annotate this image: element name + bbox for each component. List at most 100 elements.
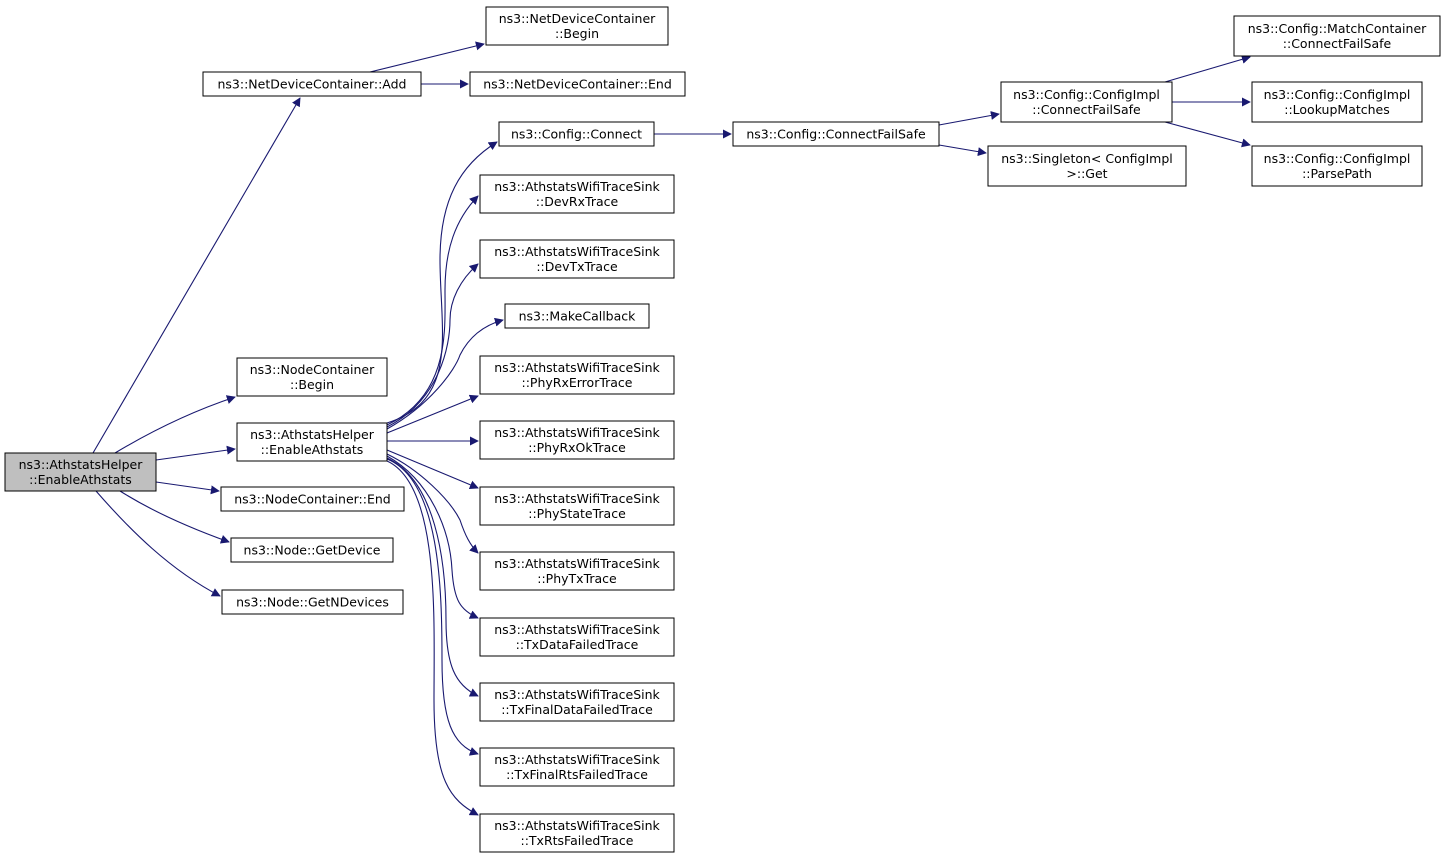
edge-enable2-to-phytx	[386, 453, 479, 554]
edge-root-to-getndevices	[95, 490, 221, 597]
edge-ndc-add-to-ndc-begin	[369, 41, 485, 73]
edge-arrow	[386, 263, 479, 428]
node-label: ::LookupMatches	[1284, 102, 1390, 117]
node-box[interactable]	[230, 537, 394, 563]
node-enable2[interactable]: ns3::AthstatsHelper::EnableAthstats	[236, 422, 388, 462]
node-box[interactable]	[479, 813, 675, 853]
edge-arrow	[938, 144, 987, 157]
node-ndc-end[interactable]: ns3::NetDeviceContainer::End	[469, 71, 686, 97]
node-box[interactable]	[4, 452, 157, 492]
node-box[interactable]	[479, 486, 675, 526]
edge-arrow	[1164, 121, 1251, 148]
node-box[interactable]	[479, 355, 675, 395]
node-box[interactable]	[236, 357, 388, 397]
node-connect[interactable]: ns3::Config::Connect	[498, 121, 655, 147]
node-txfinalrts[interactable]: ns3::AthstatsWifiTraceSink::TxFinalRtsFa…	[479, 747, 675, 787]
node-makecb[interactable]: ns3::MakeCallback	[504, 303, 650, 329]
node-txrtsfail[interactable]: ns3::AthstatsWifiTraceSink::TxRtsFailedT…	[479, 813, 675, 853]
edge-enable2-to-txdatafail	[386, 455, 479, 619]
node-getdevice[interactable]: ns3::Node::GetDevice	[230, 537, 394, 563]
node-box[interactable]	[479, 239, 675, 279]
node-box[interactable]	[732, 121, 940, 147]
node-box[interactable]	[202, 71, 422, 97]
node-box[interactable]	[1251, 145, 1423, 187]
edge-arrow	[938, 111, 1000, 126]
node-box[interactable]	[479, 747, 675, 787]
node-phytx[interactable]: ns3::AthstatsWifiTraceSink::PhyTxTrace	[479, 551, 675, 591]
edge-enable2-to-txrtsfail	[386, 460, 479, 816]
edge-arrow	[386, 394, 479, 434]
edge-root-to-nc-begin	[114, 395, 236, 454]
node-label: ::PhyRxOkTrace	[528, 440, 626, 455]
node-devtx[interactable]: ns3::AthstatsWifiTraceSink::DevTxTrace	[479, 239, 675, 279]
node-label: ns3::AthstatsWifiTraceSink	[494, 425, 660, 440]
node-box[interactable]	[1251, 81, 1423, 123]
edge-root-to-enable2	[155, 445, 236, 461]
edge-enable2-to-phystate	[386, 449, 479, 490]
edge-arrow	[119, 490, 230, 544]
edge-arrow	[386, 455, 479, 619]
node-connectfs[interactable]: ns3::Config::ConnectFailSafe	[732, 121, 940, 147]
edge-arrow	[386, 317, 504, 430]
node-label: ns3::AthstatsWifiTraceSink	[494, 818, 660, 833]
node-box[interactable]	[479, 551, 675, 591]
node-cfgimpl-cfs[interactable]: ns3::Config::ConfigImpl::ConnectFailSafe	[1000, 81, 1173, 123]
node-nc-end[interactable]: ns3::NodeContainer::End	[220, 486, 405, 512]
node-label: ns3::Config::Connect	[511, 127, 642, 142]
node-match-cfs[interactable]: ns3::Config::MatchContainer::ConnectFail…	[1233, 15, 1441, 57]
node-label: ns3::Config::MatchContainer	[1248, 21, 1427, 36]
edge-enable2-to-connect	[386, 141, 498, 424]
node-label: ns3::AthstatsHelper	[19, 457, 144, 472]
node-box[interactable]	[221, 589, 404, 615]
node-box[interactable]	[469, 71, 686, 97]
node-lookup[interactable]: ns3::Config::ConfigImpl::LookupMatches	[1251, 81, 1423, 123]
node-label: ::DevTxTrace	[536, 259, 618, 274]
node-box[interactable]	[479, 174, 675, 214]
node-label: ::PhyTxTrace	[537, 571, 617, 586]
node-box[interactable]	[1233, 15, 1441, 57]
node-label: ::TxRtsFailedTrace	[521, 833, 634, 848]
node-box[interactable]	[479, 420, 675, 460]
node-phystate[interactable]: ns3::AthstatsWifiTraceSink::PhyStateTrac…	[479, 486, 675, 526]
node-ndc-add[interactable]: ns3::NetDeviceContainer::Add	[202, 71, 422, 97]
node-box[interactable]	[1000, 81, 1173, 123]
node-label: >::Get	[1066, 166, 1107, 181]
node-label: ns3::Config::ConfigImpl	[1013, 87, 1160, 102]
node-parsepath[interactable]: ns3::Config::ConfigImpl::ParsePath	[1251, 145, 1423, 187]
node-box[interactable]	[498, 121, 655, 147]
node-box[interactable]	[987, 145, 1187, 187]
node-label: ns3::NetDeviceContainer::Add	[218, 77, 407, 92]
node-label: ::ParsePath	[1302, 166, 1372, 181]
node-nc-begin[interactable]: ns3::NodeContainer::Begin	[236, 357, 388, 397]
edge-enable2-to-makecb	[386, 317, 504, 430]
node-getndevices[interactable]: ns3::Node::GetNDevices	[221, 589, 404, 615]
node-label: ::EnableAthstats	[261, 442, 364, 457]
edge-enable2-to-txfinaldata	[386, 457, 479, 697]
node-phyrxerr[interactable]: ns3::AthstatsWifiTraceSink::PhyRxErrorTr…	[479, 355, 675, 395]
edge-arrow	[386, 457, 479, 697]
node-box[interactable]	[479, 682, 675, 722]
node-label: ns3::AthstatsHelper	[250, 427, 375, 442]
function-nodes: ns3::AthstatsHelper::EnableAthstatsns3::…	[4, 6, 1441, 853]
node-devrx[interactable]: ns3::AthstatsWifiTraceSink::DevRxTrace	[479, 174, 675, 214]
node-label: ns3::NetDeviceContainer::End	[483, 77, 672, 92]
node-phyrxok[interactable]: ns3::AthstatsWifiTraceSink::PhyRxOkTrace	[479, 420, 675, 460]
node-box[interactable]	[504, 303, 650, 329]
node-box[interactable]	[479, 617, 675, 657]
node-label: ::DevRxTrace	[536, 194, 619, 209]
node-label: ::TxFinalDataFailedTrace	[501, 702, 653, 717]
node-box[interactable]	[485, 6, 669, 46]
node-box[interactable]	[220, 486, 405, 512]
node-label: ns3::AthstatsWifiTraceSink	[494, 687, 660, 702]
node-box[interactable]	[236, 422, 388, 462]
edge-connectfs-to-cfgimpl-cfs	[938, 111, 1000, 126]
edge-root-to-nc-end	[155, 481, 220, 495]
node-root[interactable]: ns3::AthstatsHelper::EnableAthstats	[4, 452, 157, 492]
node-ndc-begin[interactable]: ns3::NetDeviceContainer::Begin	[485, 6, 669, 46]
node-txfinaldata[interactable]: ns3::AthstatsWifiTraceSink::TxFinalDataF…	[479, 682, 675, 722]
node-label: ns3::AthstatsWifiTraceSink	[494, 556, 660, 571]
node-singleton[interactable]: ns3::Singleton< ConfigImpl >::Get	[987, 145, 1187, 187]
node-txdatafail[interactable]: ns3::AthstatsWifiTraceSink::TxDataFailed…	[479, 617, 675, 657]
node-label: ns3::Singleton< ConfigImpl	[1001, 151, 1173, 166]
